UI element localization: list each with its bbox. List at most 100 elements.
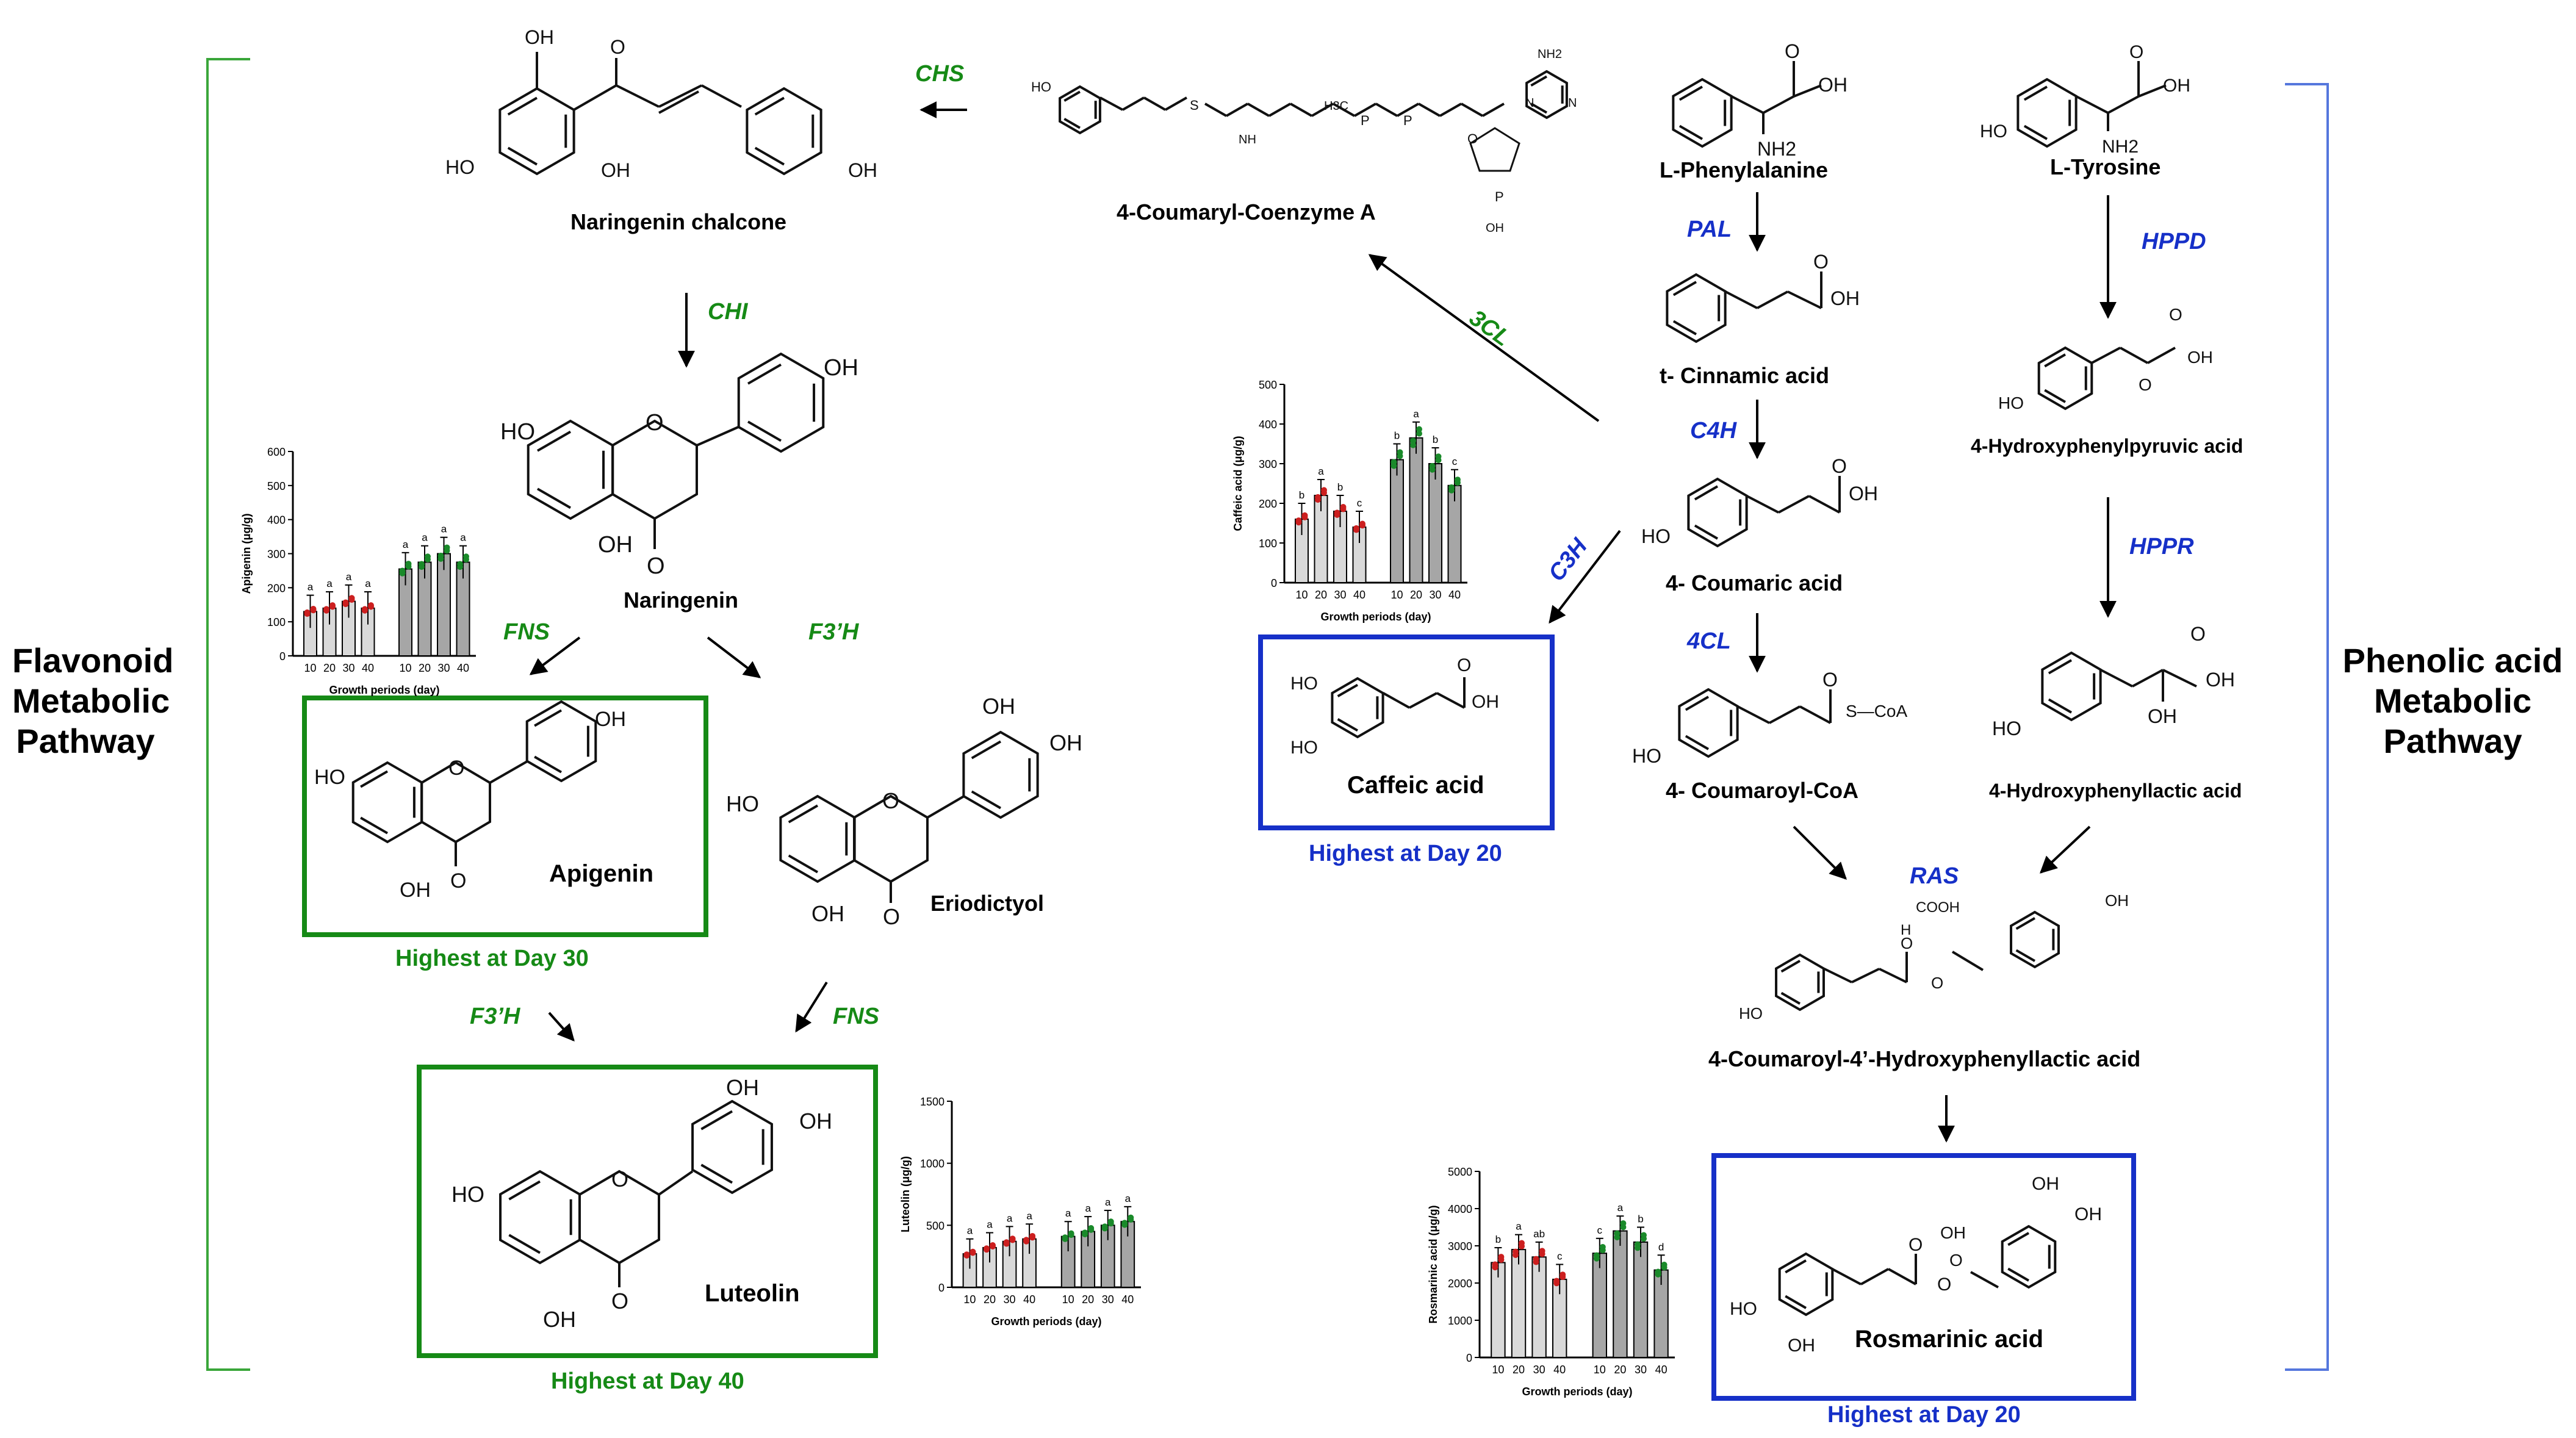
highlight-rosmarinic: Highest at Day 20 (1827, 1402, 2021, 1428)
atom-label: N (1568, 96, 1577, 110)
double-bond (507, 96, 538, 116)
atom-label: OH (982, 694, 1015, 719)
data-point (1340, 503, 1347, 510)
atom-label: O (1901, 934, 1913, 952)
atom-label: P (1403, 113, 1412, 128)
double-bond (700, 1110, 733, 1131)
atom-label: HO (314, 766, 345, 789)
bond (1793, 84, 1822, 98)
atom-label: O (2169, 305, 2182, 324)
double-bond (2015, 917, 2035, 930)
atom-label: OH (1788, 1336, 1815, 1356)
bond (1143, 96, 1166, 111)
bond (1290, 102, 1312, 117)
significance-letter: a (460, 532, 466, 544)
data-point (1029, 1232, 1036, 1239)
atom-label: O (1785, 40, 1800, 62)
x-tick-label: 20 (1513, 1364, 1525, 1376)
enzyme-pal: PAL (1687, 217, 1732, 242)
phenol-ring (746, 87, 822, 176)
data-point (970, 1248, 976, 1255)
atom-label: O (2190, 623, 2206, 645)
caffeic-box (1258, 635, 1555, 830)
bond (926, 795, 965, 819)
data-point (348, 595, 355, 602)
label-rosmarinic: Rosmarinic acid (1855, 1326, 2044, 1353)
data-point (1455, 476, 1461, 483)
double-bond (754, 96, 785, 116)
data-point (1655, 1268, 1661, 1275)
significance-letter: d (1658, 1241, 1664, 1253)
x-tick-label: 20 (1614, 1364, 1626, 1376)
bond (1354, 102, 1376, 117)
y-tick-label: 500 (926, 1220, 944, 1232)
y-axis-label: Rosmarinic acid (μg/g) (1427, 1205, 1439, 1323)
label-coumaroyl-hpla: 4-Coumaroyl-4’-Hydroxyphenyllactic acid (1708, 1046, 2141, 1071)
y-tick-label: 1000 (1448, 1315, 1472, 1327)
bond (1461, 102, 1483, 117)
y-tick-label: 600 (267, 446, 286, 458)
y-tick-label: 500 (1259, 379, 1277, 391)
label-tyrosine: L-Tyrosine (2050, 154, 2161, 179)
bond (2091, 347, 2121, 364)
atom-label: OH (848, 159, 877, 181)
bond (1851, 968, 1880, 983)
double-bond (1678, 124, 1703, 140)
x-tick-label: 30 (1533, 1364, 1545, 1376)
y-tick-label: 100 (267, 616, 286, 628)
bond (2147, 347, 2176, 364)
data-point (1353, 525, 1359, 531)
catechol-ring (1331, 677, 1384, 739)
atom-label: OH (400, 879, 431, 902)
luteolin-box (417, 1065, 878, 1358)
bond (1482, 102, 1505, 117)
atom-label: O (883, 904, 900, 929)
data-point (1416, 430, 1422, 437)
atom-label: OH (595, 708, 626, 731)
atom-label: OH (525, 26, 554, 48)
bond (1311, 102, 1334, 117)
arrow-ras-left (1793, 825, 1847, 880)
double-bond (1685, 696, 1710, 711)
data-point (1410, 437, 1416, 444)
bond (658, 1170, 694, 1196)
significance-letter: a (1125, 1193, 1131, 1204)
y-tick-label: 0 (1466, 1352, 1472, 1364)
atom-label: HO (1031, 79, 1051, 95)
atom-label: OH (598, 532, 633, 558)
atom-label: O (611, 1167, 628, 1192)
data-point (405, 561, 412, 567)
data-point (1533, 1256, 1539, 1262)
atom-label: O (1813, 251, 1829, 273)
data-point (1513, 1248, 1519, 1255)
bond (1778, 495, 1810, 514)
label-coumaryl-coa: 4-Coumaryl-Coenzyme A (1117, 200, 1376, 225)
atom-label: NH2 (1538, 48, 1562, 61)
atom-label: HO (500, 419, 535, 445)
significance-letter: a (326, 578, 333, 589)
y-axis-label: Caffeic acid (μg/g) (1232, 436, 1244, 531)
x-tick-label: 30 (437, 662, 450, 674)
bond (1397, 102, 1419, 117)
atom-label: OH (811, 901, 844, 926)
atom-label: HO (1290, 674, 1318, 694)
enzyme-hppr: HPPR (2129, 534, 2194, 559)
atom-label: O (610, 36, 625, 58)
y-tick-label: 3000 (1448, 1240, 1472, 1253)
bond (2162, 669, 2197, 688)
double-bond (1672, 320, 1697, 336)
bond (1737, 705, 1770, 724)
bond (1247, 102, 1270, 117)
double-bond (971, 740, 1001, 760)
data-point (1082, 1229, 1088, 1236)
atom-label: HO (1632, 745, 1661, 767)
y-tick-label: 0 (279, 650, 286, 663)
enzyme-ras: RAS (1910, 863, 1959, 889)
bar (1409, 437, 1423, 583)
atom-label: NH2 (2102, 137, 2139, 157)
double-bond (788, 854, 818, 874)
double-bond (508, 1234, 541, 1254)
